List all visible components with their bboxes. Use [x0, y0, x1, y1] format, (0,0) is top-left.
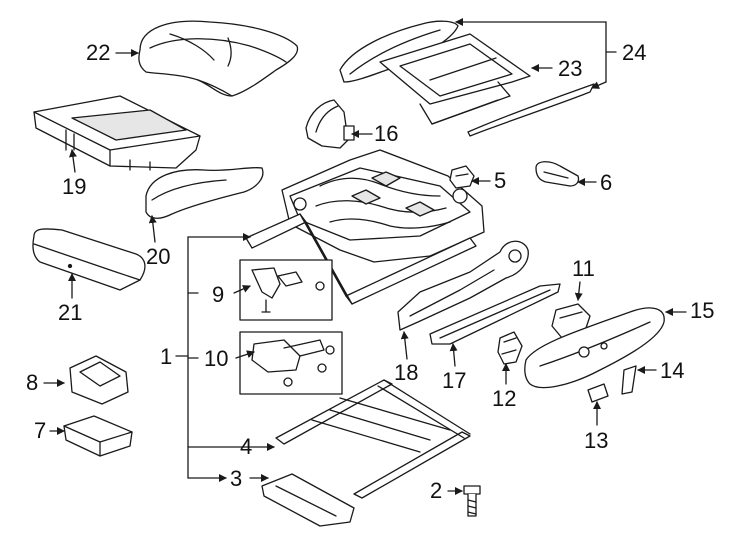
part-12-motor[interactable]: [497, 331, 523, 365]
part-19-cushion-frame[interactable]: [33, 95, 201, 171]
callout-17[interactable]: 17: [442, 368, 467, 393]
part-17-rail[interactable]: [429, 283, 561, 345]
part-7-module[interactable]: [63, 415, 133, 457]
callout-23[interactable]: 23: [558, 56, 583, 81]
callout-4[interactable]: 4: [240, 434, 253, 459]
part-10-kit[interactable]: [239, 331, 343, 395]
callout-21[interactable]: 21: [58, 300, 83, 325]
callout-11[interactable]: 11: [572, 256, 595, 281]
part-6-handle[interactable]: [535, 161, 580, 187]
callout-24[interactable]: 24: [622, 40, 647, 65]
callout-8[interactable]: 8: [26, 370, 39, 395]
callout-12[interactable]: 12: [492, 386, 517, 411]
part-2-bolt[interactable]: [463, 485, 481, 517]
callout-5[interactable]: 5: [494, 168, 507, 193]
callout-9[interactable]: 9: [212, 282, 225, 307]
part-9-kit[interactable]: [239, 259, 333, 321]
callout-2[interactable]: 2: [430, 478, 443, 503]
part-18-bracket[interactable]: [397, 240, 529, 331]
seat-frame-assembly[interactable]: [245, 149, 485, 305]
part-13-cap[interactable]: [587, 383, 609, 403]
callout-14[interactable]: 14: [660, 358, 685, 383]
callout-6[interactable]: 6: [600, 170, 613, 195]
part-5-switch[interactable]: [449, 165, 475, 189]
callout-18[interactable]: 18: [394, 360, 419, 385]
callout-13[interactable]: 13: [584, 428, 609, 453]
part-16-cover[interactable]: [305, 99, 355, 149]
part-24-back-trim[interactable]: [339, 20, 595, 137]
callout-15[interactable]: 15: [690, 298, 715, 323]
callout-20[interactable]: 20: [146, 244, 171, 269]
part-14-cap[interactable]: [621, 365, 637, 395]
callout-22[interactable]: 22: [86, 40, 111, 65]
part-22-cushion-pad[interactable]: [138, 20, 299, 97]
callout-16[interactable]: 16: [374, 121, 399, 146]
part-4-lower-frame[interactable]: [275, 379, 471, 499]
part-8-bracket[interactable]: [69, 355, 129, 405]
part-20-side-trim[interactable]: [145, 166, 264, 219]
callout-7[interactable]: 7: [34, 418, 47, 443]
callout-19[interactable]: 19: [62, 174, 87, 199]
part-15-side-panel[interactable]: [524, 307, 665, 389]
callout-10[interactable]: 10: [204, 346, 229, 371]
callout-3[interactable]: 3: [230, 466, 243, 491]
callout-1[interactable]: 1: [160, 344, 173, 369]
part-23-back-panel[interactable]: [379, 33, 531, 125]
part-3-track[interactable]: [261, 473, 355, 527]
part-21-pad[interactable]: [32, 228, 146, 291]
